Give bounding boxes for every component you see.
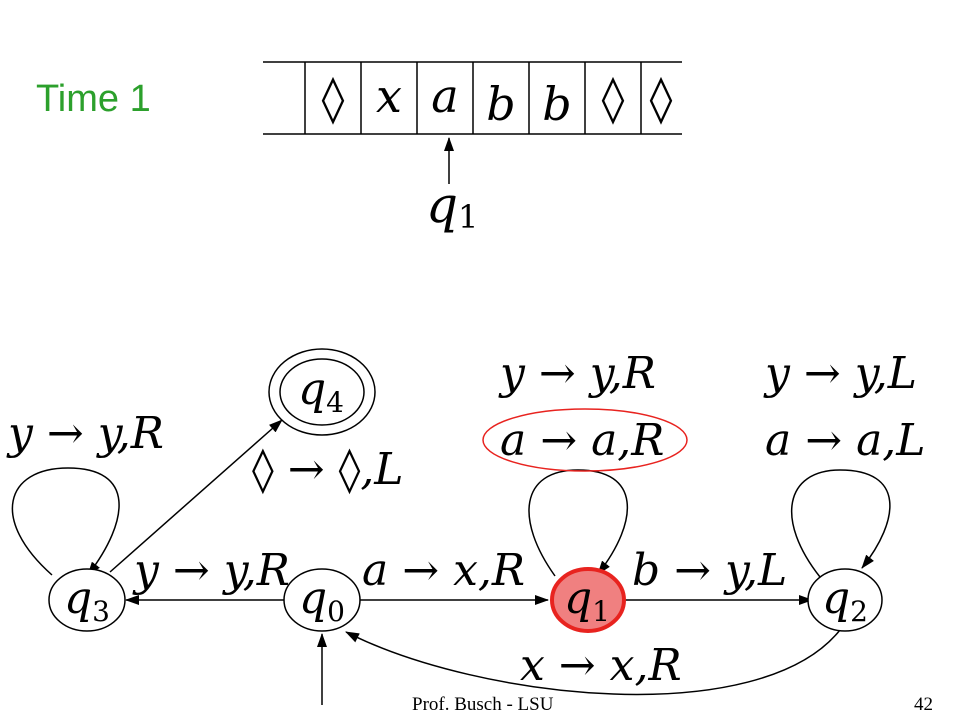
tape-cell-1: x [376, 69, 402, 123]
tape: ◊ x a b b ◊ ◊ [263, 61, 682, 135]
state-q3: q3 [48, 568, 126, 632]
tape-cell-0: ◊ [322, 71, 345, 125]
label-q1-q2: b → y,L [632, 545, 787, 596]
tape-cell-5: ◊ [602, 71, 625, 125]
edge-q1-self [528, 469, 629, 577]
edge-q3-q4 [109, 419, 283, 573]
label-q3-q4: ◊ → ◊,L [252, 444, 404, 495]
svg-text:q0: q0 [299, 573, 345, 628]
states: q3 q0 q1 q2 q4 [48, 348, 883, 633]
svg-text:q4: q4 [298, 364, 344, 419]
tape-cell-6: ◊ [650, 71, 673, 125]
slide-title: Time 1 [36, 78, 151, 120]
tape-cell-4: b [542, 77, 571, 131]
state-q2: q2 [807, 568, 883, 632]
state-q1: q1 [550, 567, 626, 633]
edge-q3-self [11, 467, 120, 576]
svg-text:q2: q2 [822, 573, 868, 628]
tape-head: q1 [426, 137, 478, 236]
head-state-label: q1 [426, 176, 478, 236]
transition-labels: y → y,R ◊ → ◊,L y → y,R a → x,R y → y,R … [6, 348, 926, 691]
tape-cell-3: b [486, 77, 515, 131]
state-q4-accepting: q4 [268, 348, 376, 436]
label-q3-self: y → y,R [6, 408, 164, 459]
label-q1-self-2: a → a,R [500, 415, 664, 466]
footer-author: Prof. Busch - LSU [412, 694, 554, 715]
label-q2-q0: x → x,R [520, 640, 682, 691]
highlight-ring [482, 408, 688, 472]
label-q2-self-2: a → a,L [765, 415, 926, 466]
edge-q2-q0 [345, 629, 841, 696]
label-q1-self-1: y → y,R [498, 348, 656, 399]
label-q0-q1: a → x,R [362, 545, 525, 596]
label-q2-self-1: y → y,L [763, 348, 917, 399]
label-q0-q3: y → y,R [132, 545, 290, 596]
transition-edges [11, 419, 891, 705]
svg-text:q1: q1 [564, 573, 610, 628]
svg-text:q3: q3 [64, 573, 110, 628]
state-q0: q0 [283, 568, 361, 632]
tape-cell-2: a [431, 69, 458, 123]
edge-q2-self [790, 469, 891, 578]
page-number: 42 [914, 694, 933, 715]
